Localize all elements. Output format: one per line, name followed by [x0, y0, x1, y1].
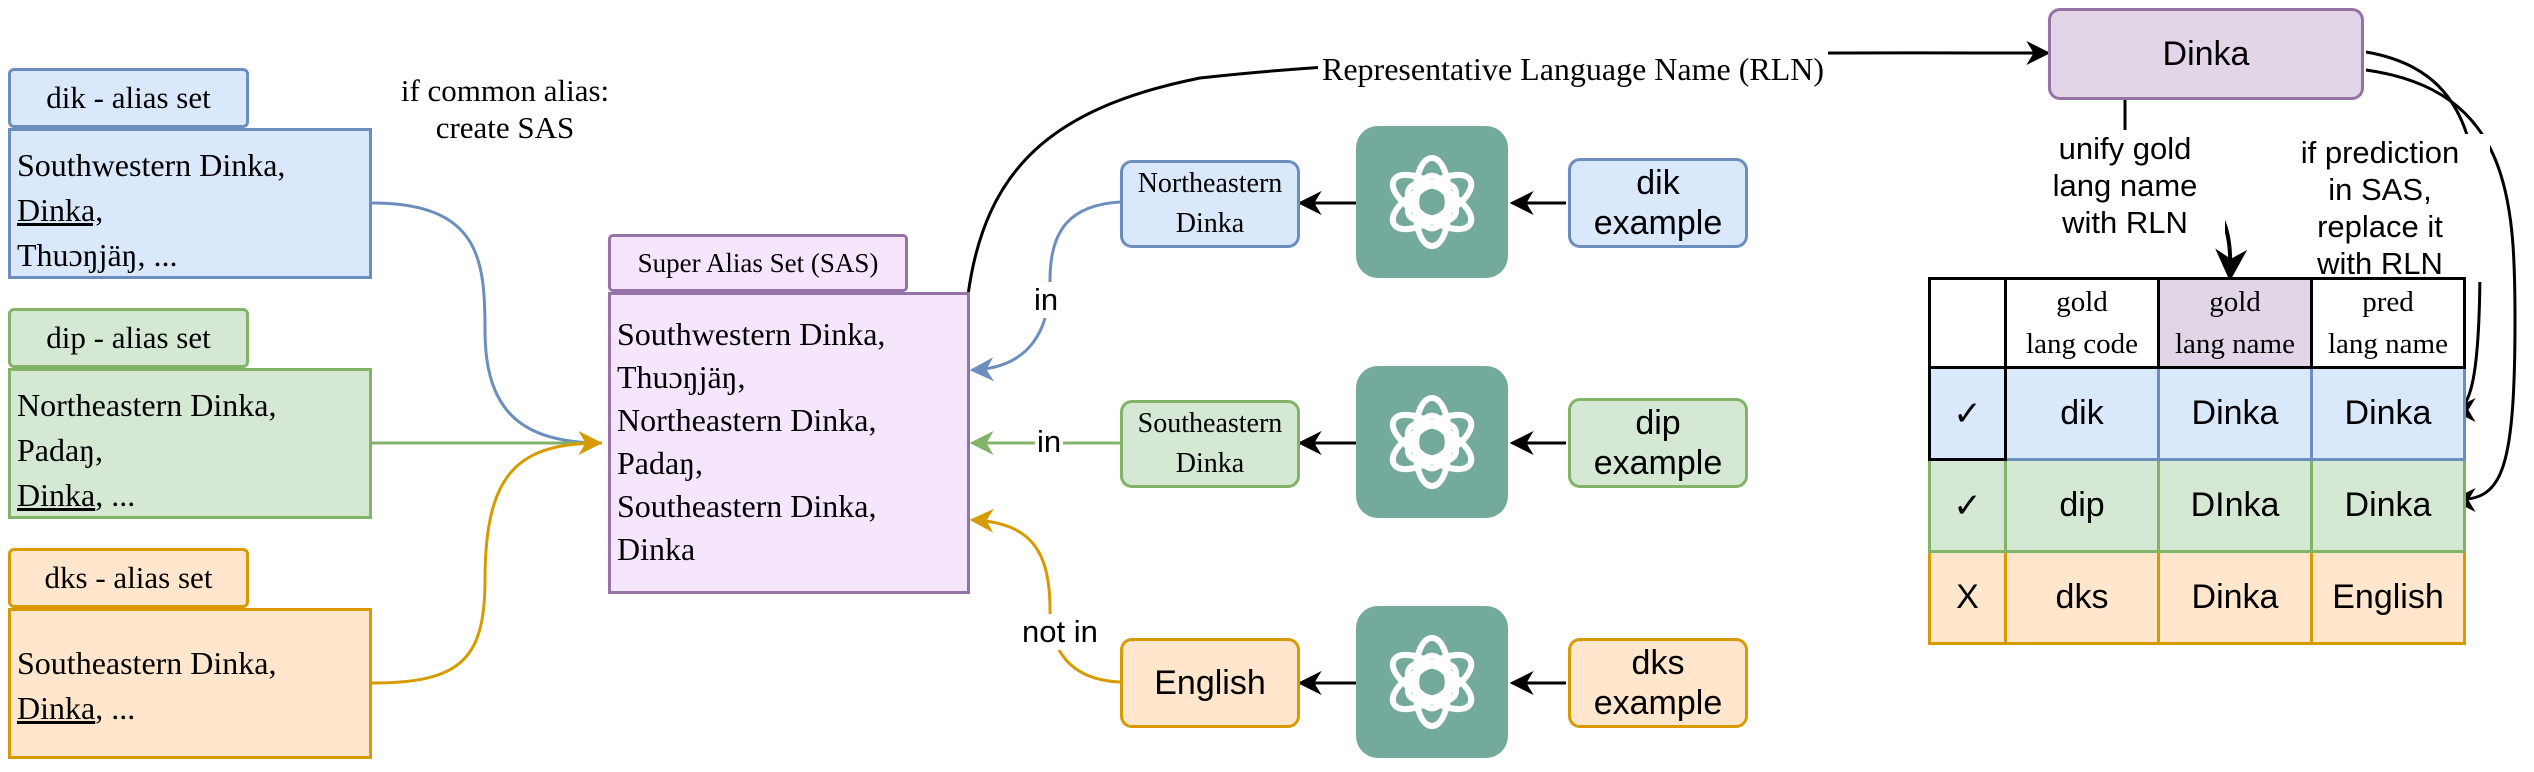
note-line: lang name — [2052, 168, 2198, 203]
prediction-southeastern: Southeastern Dinka — [1120, 400, 1300, 488]
alias-line: Northeastern Dinka, — [17, 387, 277, 423]
dik-alias-set-box: Southwestern Dinka, Dinka, Thuɔŋjäŋ, ... — [8, 128, 372, 279]
relation-label: in — [1035, 424, 1064, 460]
example-line: dik — [1636, 164, 1680, 202]
note-line: with RLN — [2317, 246, 2443, 281]
prediction-line: Northeastern — [1137, 168, 1283, 199]
prediction-line: Southeastern — [1137, 408, 1283, 439]
alias-line: Dinka, — [17, 188, 363, 233]
note-line: with RLN — [2062, 205, 2188, 240]
header-cell-gold-code: gold lang code — [2004, 277, 2160, 369]
header-line: pred — [2362, 286, 2414, 318]
example-line: dip — [1635, 404, 1681, 442]
table-row: ✓ dik Dinka Dinka — [1928, 366, 2466, 461]
note-line: if common alias: — [400, 73, 610, 108]
chatgpt-logo-icon — [1356, 606, 1508, 758]
results-table: gold lang code gold lang name pred lang … — [1928, 277, 2466, 645]
dks-to-sas-connector — [371, 441, 603, 685]
table-row: X dks Dinka English — [1928, 550, 2466, 645]
code-cell: dik — [2004, 366, 2160, 461]
code-cell: dks — [2004, 550, 2160, 645]
header-cell-pred-name: pred lang name — [2310, 277, 2466, 369]
code-cell: dip — [2004, 458, 2160, 553]
note-line: in SAS, — [2328, 172, 2432, 207]
prediction-northeastern: Northeastern Dinka — [1120, 160, 1300, 248]
mark-cell: ✓ — [1928, 366, 2007, 461]
header-line: lang code — [2026, 328, 2138, 360]
alias-line: Padaŋ, — [17, 432, 104, 468]
chatgpt-logo-icon-glyph — [1389, 394, 1475, 490]
table-row: ✓ dip DInka Dinka — [1928, 458, 2466, 553]
chatgpt-logo-icon-glyph — [1389, 634, 1475, 730]
example-line: example — [1593, 444, 1723, 482]
dip-alias-set-title: dip - alias set — [8, 308, 249, 368]
note-line: if prediction — [2300, 135, 2460, 170]
header-line: lang name — [2175, 328, 2295, 360]
dks-alias-set-title: dks - alias set — [8, 548, 249, 608]
alias-line: Southeastern Dinka, — [17, 645, 277, 681]
sas-line: Southeastern Dinka, — [617, 488, 877, 524]
prediction-line: Dinka — [1175, 208, 1245, 239]
example-line: example — [1593, 204, 1723, 242]
rln-label: Representative Language Name (RLN) — [1318, 51, 1829, 88]
sas-line: Dinka — [617, 531, 696, 567]
alias-underlined: Dinka — [17, 477, 96, 513]
gold-name-cell: Dinka — [2157, 550, 2313, 645]
alias-underlined: Dinka — [17, 690, 96, 726]
dik-alias-set-title: dik - alias set — [8, 68, 249, 128]
english-notin-connector — [969, 508, 1121, 684]
replace-note: if prediction in SAS, replace it with RL… — [2270, 134, 2490, 282]
alias-line: Dinka, ... — [17, 477, 136, 513]
note-line: create SAS — [435, 110, 575, 145]
header-line: lang name — [2328, 328, 2448, 360]
note-line: replace it — [2317, 209, 2443, 244]
rln-connector — [966, 40, 2051, 296]
note-line: unify gold — [2058, 131, 2192, 166]
sas-box: Southwestern Dinka, Thuɔŋjäŋ, Northeaste… — [608, 292, 970, 594]
table-header-row: gold lang code gold lang name pred lang … — [1928, 277, 2466, 369]
dik-example-box: dik example — [1568, 158, 1748, 248]
mark-cell: ✓ — [1928, 458, 2007, 553]
prediction-line: Dinka — [1175, 448, 1245, 479]
dik-to-sas-connector — [371, 201, 603, 445]
relation-label: in — [1032, 282, 1061, 318]
dip-alias-set-box: Northeastern Dinka, Padaŋ, Dinka, ... — [8, 368, 372, 519]
example-line: example — [1593, 684, 1723, 722]
sas-title: Super Alias Set (SAS) — [608, 234, 908, 292]
header-cell-gold-name: gold lang name — [2157, 277, 2313, 369]
pred-name-cell: Dinka — [2310, 458, 2466, 553]
chatgpt-logo-icon-glyph — [1389, 154, 1475, 250]
dip-example-box: dip example — [1568, 398, 1748, 488]
alias-line: Southwestern Dinka, — [17, 147, 286, 183]
common-alias-note: if common alias: create SAS — [380, 72, 630, 146]
header-line: gold — [2209, 286, 2261, 318]
alias-line: Dinka, ... — [17, 690, 136, 726]
sas-line: Southwestern Dinka, — [617, 316, 886, 352]
header-line: gold — [2056, 286, 2108, 318]
chatgpt-logo-icon — [1356, 126, 1508, 278]
replace-dip-connector — [2365, 68, 2517, 512]
gold-name-cell: DInka — [2157, 458, 2313, 553]
sas-line: Thuɔŋjäŋ, — [617, 359, 746, 395]
prediction-english: English — [1120, 638, 1300, 728]
dks-alias-set-box: Southeastern Dinka, Dinka, ... — [8, 608, 372, 759]
pred-name-cell: Dinka — [2310, 366, 2466, 461]
example-line: dks — [1631, 644, 1685, 682]
rln-box: Dinka — [2048, 8, 2364, 100]
sas-line: Northeastern Dinka, — [617, 402, 877, 438]
pred-name-cell: English — [2310, 550, 2466, 645]
mark-cell: X — [1928, 550, 2007, 645]
alias-underlined: Dinka, — [17, 192, 104, 228]
alias-line: Thuɔŋjäŋ, ... — [17, 237, 178, 273]
chatgpt-logo-icon — [1356, 366, 1508, 518]
dks-example-box: dks example — [1568, 638, 1748, 728]
unify-note: unify gold lang name with RLN — [2025, 130, 2225, 241]
relation-label: not in — [1018, 614, 1102, 650]
header-cell-mark — [1928, 277, 2007, 369]
northeastern-in-connector — [969, 200, 1121, 382]
gold-name-cell: Dinka — [2157, 366, 2313, 461]
sas-line: Padaŋ, — [617, 445, 704, 481]
